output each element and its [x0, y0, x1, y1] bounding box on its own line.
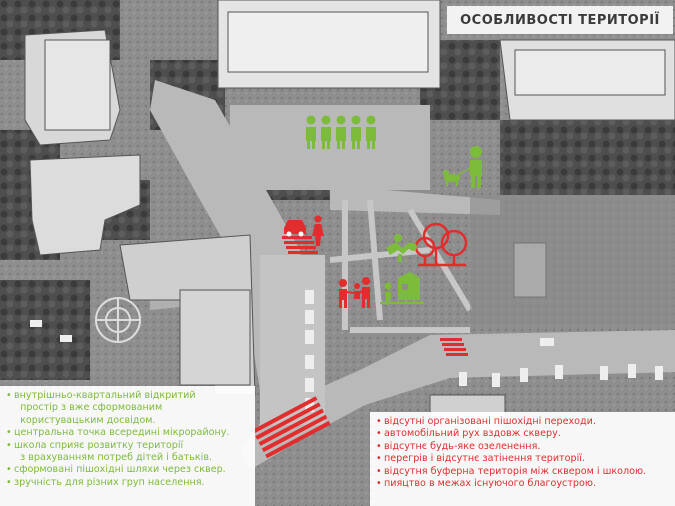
list-item: •відсутні організовані пішохідні переход…: [376, 416, 596, 427]
list-item: •сформовані пішохідні шляхи через сквер.: [6, 464, 226, 476]
list-item: •відсутнє будь-яке озеленення.: [376, 440, 541, 452]
title-bar: ОСОБЛИВОСТІ ТЕРИТОРІЇ: [447, 6, 673, 34]
parked-cars: [30, 290, 663, 412]
open-field: [470, 195, 675, 325]
trees-icon: [414, 222, 468, 267]
negatives-list: •відсутні організовані пішохідні переход…: [370, 412, 675, 490]
negatives-panel: •відсутні організовані пішохідні переход…: [370, 412, 675, 506]
list-item: користувацьким досвідом.: [14, 414, 156, 426]
crosswalk-marking: [252, 236, 468, 459]
list-item: •центральна точка всередині мікрорайону.: [6, 427, 230, 439]
positives-panel: •внутрішньо-квартальний відкритий прості…: [0, 386, 255, 506]
list-item: •перегрів і відсутнє затінення території…: [376, 453, 585, 465]
list-item: •автомобільний рух вздовж скверу.: [376, 428, 561, 440]
list-item: з врахуванням потреб дітей і батьків.: [14, 452, 213, 464]
dog-walker-icon: [443, 146, 482, 188]
children-group-icon: [306, 115, 376, 149]
circular-playground: [95, 297, 141, 343]
list-item: •пияцтво в межах існуючого благоустрою.: [376, 478, 596, 490]
car-pedestrian-conflict-icon: [284, 215, 324, 246]
playground-icon: [380, 272, 424, 305]
sports-icon: [386, 234, 417, 262]
list-item: •відсутня буферна територія між сквером …: [376, 465, 647, 477]
park-paths: [329, 199, 473, 333]
list-item: •зручність для різних груп населення.: [6, 476, 205, 488]
page-title: ОСОБЛИВОСТІ ТЕРИТОРІЇ: [460, 12, 660, 28]
positives-list: •внутрішньо-квартальний відкритий прості…: [0, 386, 255, 489]
list-item: простір з вже сформованим: [14, 402, 163, 414]
family-icon: [339, 277, 370, 308]
list-item: •внутрішньо-квартальний відкритий: [6, 390, 196, 401]
list-item: •школа сприяє розвитку території: [6, 439, 184, 451]
